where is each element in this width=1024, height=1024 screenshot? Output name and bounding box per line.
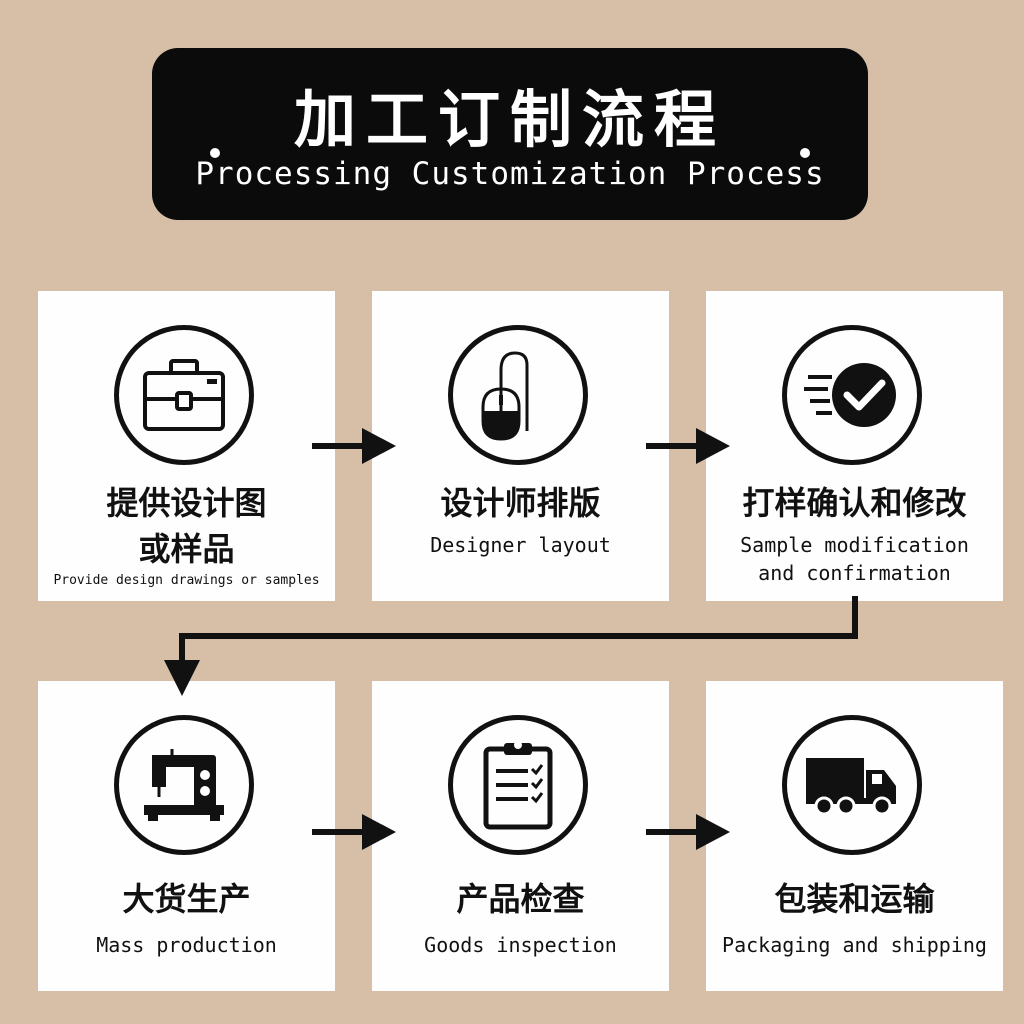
step-subtitle-line2: and confirmation xyxy=(758,561,951,585)
title-dot-right xyxy=(800,148,810,158)
step-card-sample-confirmation: 打样确认和修改 Sample modification and confirma… xyxy=(706,291,1003,601)
arrow-right-icon xyxy=(646,814,730,850)
delivery-truck-icon xyxy=(782,715,922,855)
step-title: 打样确认和修改 xyxy=(742,484,967,522)
step-card-packaging-shipping: 包装和运输 Packaging and shipping xyxy=(706,681,1003,991)
step-subtitle: Goods inspection xyxy=(424,933,617,957)
step-title: 提供设计图 xyxy=(106,484,267,522)
step-subtitle: Sample modification xyxy=(740,533,969,557)
briefcase-icon xyxy=(114,325,254,465)
step-title: 大货生产 xyxy=(122,880,251,918)
mouse-icon xyxy=(448,325,588,465)
step-subtitle: Mass production xyxy=(96,933,277,957)
arrow-right-icon xyxy=(312,428,396,464)
step-subtitle: Provide design drawings or samples xyxy=(53,573,320,588)
step-card-mass-production: 大货生产 Mass production xyxy=(38,681,335,991)
step-title: 设计师排版 xyxy=(440,484,601,522)
step-subtitle: Packaging and shipping xyxy=(722,933,987,957)
sewing-machine-icon xyxy=(114,715,254,855)
step-title-line2: 或样品 xyxy=(138,530,235,568)
page-title: 加工订制流程 xyxy=(293,83,726,156)
step-title: 包装和运输 xyxy=(774,880,935,918)
fast-check-icon xyxy=(782,325,922,465)
step-title: 产品检查 xyxy=(456,880,585,918)
arrow-right-icon xyxy=(646,428,730,464)
title-dot-left xyxy=(210,148,220,158)
step-card-provide-design: 提供设计图 或样品 Provide design drawings or sam… xyxy=(38,291,335,601)
arrow-down-turn-icon xyxy=(164,596,858,696)
step-card-goods-inspection: 产品检查 Goods inspection xyxy=(372,681,669,991)
step-card-designer-layout: 设计师排版 Designer layout xyxy=(372,291,669,601)
page-subtitle: Processing Customization Process xyxy=(195,156,825,192)
step-subtitle: Designer layout xyxy=(430,533,611,557)
clipboard-checklist-icon xyxy=(448,715,588,855)
arrow-right-icon xyxy=(312,814,396,850)
title-banner: 加工订制流程 Processing Customization Process xyxy=(152,48,868,220)
